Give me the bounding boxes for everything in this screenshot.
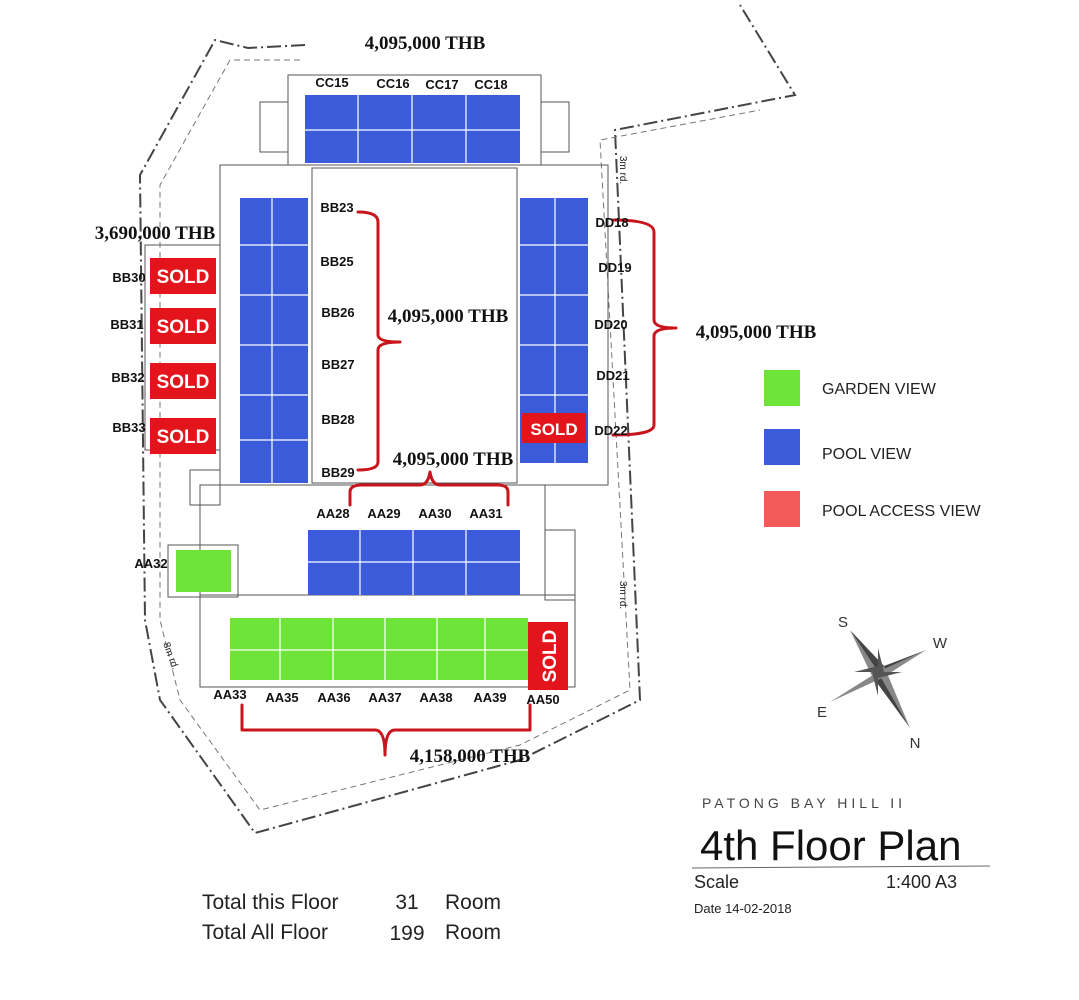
price-bb-outer: 3,690,000 THB (95, 223, 216, 244)
unit-label: BB26 (321, 305, 354, 320)
unit-label: DD22 (594, 423, 627, 438)
legend-label: POOL ACCESS VIEW (822, 503, 981, 520)
unit-label: BB30 (112, 270, 145, 285)
unit-label: AA33 (213, 687, 246, 702)
svg-text:E: E (817, 704, 827, 721)
unit-label: CC15 (315, 75, 348, 90)
pool-view-units-aa-mid (308, 530, 520, 595)
unit-label: AA36 (317, 690, 350, 705)
legend-swatch-garden (764, 370, 800, 406)
sold-badge-bb30: SOLD (150, 258, 216, 294)
unit-label: AA30 (418, 506, 451, 521)
price-aa-mid: 4,095,000 THB (393, 449, 514, 470)
unit-label: AA29 (367, 506, 400, 521)
price-bb-inner: 4,095,000 THB (388, 306, 509, 327)
totals-unit: Room (445, 891, 501, 914)
sold-badge-bb33: SOLD (150, 418, 216, 454)
unit-label: DD19 (598, 260, 631, 275)
unit-label: AA50 (526, 692, 559, 707)
legend: GARDEN VIEW POOL VIEW POOL ACCESS VIEW (764, 370, 981, 527)
unit-label: BB23 (320, 200, 353, 215)
unit-label: BB27 (321, 357, 354, 372)
unit-label: DD18 (595, 215, 628, 230)
plan-date: Date 14-02-2018 (694, 901, 792, 916)
pool-view-units-bb (240, 198, 308, 483)
pool-view-units-cc (305, 95, 520, 163)
unit-label: AA31 (469, 506, 502, 521)
totals-unit: Room (445, 921, 501, 944)
room-totals: Total this Floor 31 Room Total All Floor… (202, 891, 501, 945)
unit-label: CC17 (425, 77, 458, 92)
sold-badge-aa50: SOLD (528, 622, 568, 690)
scale-label: Scale (694, 872, 739, 892)
road-label: 3m rd. (617, 156, 628, 184)
unit-label: AA39 (473, 690, 506, 705)
svg-text:SOLD: SOLD (530, 420, 577, 439)
scale-value: 1:400 A3 (886, 872, 957, 892)
unit-label: BB29 (321, 465, 354, 480)
legend-swatch-pool (764, 429, 800, 465)
legend-label: GARDEN VIEW (822, 381, 937, 398)
svg-text:SOLD: SOLD (157, 427, 210, 448)
totals-label: Total All Floor (202, 921, 328, 944)
site-boundary (138, 4, 797, 835)
road-label: 3m rd. (617, 581, 628, 609)
price-brackets (240, 210, 678, 757)
svg-text:SOLD: SOLD (157, 267, 210, 288)
compass-rose: S W E N (817, 614, 948, 752)
project-name: PATONG BAY HILL II (702, 795, 906, 811)
totals-label: Total this Floor (202, 891, 339, 914)
svg-text:N: N (910, 735, 921, 752)
unit-label: BB32 (111, 370, 144, 385)
svg-text:SOLD: SOLD (157, 372, 210, 393)
unit-label: AA28 (316, 506, 349, 521)
totals-value: 199 (389, 922, 424, 945)
unit-label: BB25 (320, 254, 353, 269)
unit-label: BB28 (321, 412, 354, 427)
building-outline (144, 74, 609, 688)
legend-label: POOL VIEW (822, 446, 912, 463)
unit-label: BB33 (112, 420, 145, 435)
unit-label: AA32 (134, 556, 167, 571)
svg-text:SOLD: SOLD (540, 630, 561, 683)
unit-label: AA37 (368, 690, 401, 705)
unit-label: DD21 (596, 368, 629, 383)
unit-label: CC18 (474, 77, 507, 92)
page-title: 4th Floor Plan (700, 822, 961, 869)
unit-label: AA38 (419, 690, 452, 705)
svg-text:SOLD: SOLD (157, 317, 210, 338)
price-aa-bottom: 4,158,000 THB (410, 746, 531, 767)
unit-label: CC16 (376, 76, 409, 91)
unit-label: BB31 (110, 317, 143, 332)
unit-label: AA35 (265, 690, 298, 705)
legend-swatch-pool-access (764, 491, 800, 527)
svg-text:S: S (838, 614, 848, 631)
sold-badge-dd22: SOLD (522, 413, 586, 443)
garden-view-units (176, 550, 528, 680)
sold-badge-bb32: SOLD (150, 363, 216, 399)
unit-label: DD20 (594, 317, 627, 332)
svg-text:W: W (933, 635, 948, 652)
totals-value: 31 (395, 891, 418, 914)
road-label: 8m rd. (160, 641, 180, 671)
title-block: PATONG BAY HILL II 4th Floor Plan Scale … (691, 795, 991, 916)
price-dd: 4,095,000 THB (696, 322, 817, 343)
sold-badge-bb31: SOLD (150, 308, 216, 344)
price-cc: 4,095,000 THB (365, 33, 486, 54)
